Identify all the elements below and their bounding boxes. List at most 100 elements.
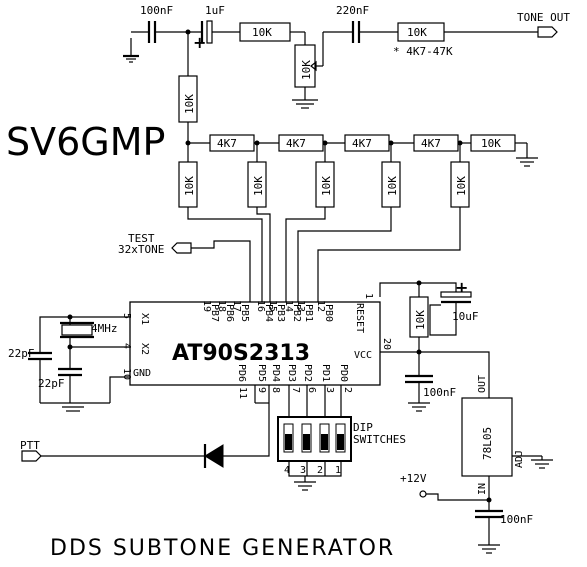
pin-number: 7 (290, 387, 301, 393)
diagram-title: DDS SUBTONE GENERATOR (50, 536, 395, 561)
capacitor-supply-label: 100nF (500, 513, 533, 526)
pin-name: PB0 (323, 304, 334, 322)
pin-name: PB2 (291, 304, 302, 322)
pin-number: 9 (256, 387, 267, 393)
dip-label-2: SWITCHES (353, 433, 406, 446)
resistor-10k-output-label: 10K (407, 26, 427, 39)
test-port: TEST 32xTONE (118, 232, 251, 302)
pin-name: PD4 (270, 364, 281, 382)
dip-switches: ON DIP SWITCHES 4 3 2 1 (254, 385, 406, 491)
pin-name: PB1 (303, 304, 314, 322)
ladder-shunt-label: 10K (386, 176, 399, 196)
pin-number: 15 (267, 300, 278, 312)
pin-name: PB5 (239, 304, 250, 322)
junction-dot (185, 140, 191, 146)
resistor-ladder: 4K7 4K7 4K7 4K7 10K 10K 10K 10K (178, 134, 538, 302)
regulator-in-label: IN (477, 483, 488, 495)
pin-name: PD6 (236, 364, 247, 382)
dip-number: 3 (300, 465, 306, 476)
dip-number: 1 (335, 465, 341, 476)
polarity-plus-icon: + (193, 33, 206, 52)
ladder-series-label: 4K7 (421, 137, 441, 150)
capacitor-10uf-plate-a (440, 291, 472, 298)
pin-name-reset: RESET (354, 303, 365, 333)
mcu-body (129, 301, 381, 386)
pin-name: PB7 (209, 304, 220, 322)
pin-name-x2: X2 (139, 343, 150, 355)
test-label-sub: 32xTONE (118, 243, 164, 256)
mcu-at90s2313: AT90S2313 19 18 17 16 15 14 13 12 PB7 PB… (121, 293, 392, 399)
capacitor-100nf-in-label: 100nF (140, 4, 173, 17)
capacitor-10uf-label: 10uF (452, 310, 479, 323)
pin-number: 13 (295, 300, 306, 312)
pin-name: PB6 (224, 304, 235, 322)
dip-switch-3-knob (303, 434, 310, 450)
potentiometer-label: 10K (300, 60, 313, 80)
pin-number-reset: 1 (363, 293, 374, 299)
capacitor-1uf-plate-b (206, 20, 213, 44)
pin-number: 8 (270, 387, 281, 393)
mcu-name: AT90S2313 (172, 341, 310, 366)
ladder-series-label: 4K7 (352, 137, 372, 150)
pin-number: 14 (283, 300, 294, 312)
pin-name: PD5 (256, 364, 267, 382)
pin-number-x1: 5 (121, 313, 132, 319)
pin-number-gnd: 10 (121, 368, 132, 380)
power-reset-section: 10K + 10uF 100nF (379, 278, 490, 412)
junction-dot (486, 497, 492, 503)
resistor-reset-label: 10K (414, 310, 427, 330)
regulator-body (461, 397, 513, 477)
pin-number: 17 (231, 300, 242, 312)
resistor-10k-top-label: 10K (252, 26, 272, 39)
resistor-note: * 4K7-47K (393, 45, 453, 58)
ladder-shunt-label: 10K (455, 176, 468, 196)
dip-switch-1-knob (337, 434, 344, 450)
supply-label: +12V (400, 472, 427, 485)
dip-number: 4 (284, 465, 290, 476)
pin-name: PB4 (263, 304, 274, 322)
pin-name: PB3 (275, 304, 286, 322)
pin-number: 16 (255, 300, 266, 312)
pin-name: PD2 (302, 364, 313, 382)
capacitor-vcc-label: 100nF (423, 386, 456, 399)
ladder-shunt-label: 10K (320, 176, 333, 196)
diode-body (204, 444, 224, 468)
ladder-series-label: 4K7 (217, 137, 237, 150)
capacitor-220nf-label: 220nF (336, 4, 369, 17)
test-label: TEST (128, 232, 155, 245)
pin-name-vcc: VCC (354, 350, 372, 361)
capacitor-22pf-2-label: 22pF (38, 377, 65, 390)
pin-number: 3 (324, 387, 335, 393)
pin-name-x1: X1 (139, 313, 150, 325)
ptt-section: PTT (20, 403, 270, 468)
regulator-adj-label: ADJ (514, 450, 525, 468)
tone-out-label: TONE OUT (517, 11, 570, 24)
regulator-name: 78L05 (481, 427, 494, 460)
tone-out-port (537, 26, 558, 38)
ptt-label: PTT (20, 439, 40, 452)
ladder-shunt-label: 10K (183, 176, 196, 196)
dip-on-label: ON (285, 440, 293, 447)
pin-name: PD3 (286, 364, 297, 382)
crystal-4mhz (61, 324, 93, 336)
dip-switch-4-knob (285, 434, 292, 450)
resistor-10k-vertical-label: 10K (183, 94, 196, 114)
capacitor-22pf-1-label: 22pF (8, 347, 35, 360)
dip-switch-2-knob (321, 434, 328, 450)
pin-name-gnd: GND (133, 368, 151, 379)
pin-name: PD0 (338, 364, 349, 382)
pin-number: 18 (216, 300, 227, 312)
pin-number: 2 (342, 387, 353, 393)
audio-output-chain: 100nF 1uF + 10K 10K 220nF 10K * 4K7-4 (123, 4, 570, 109)
dip-label-1: DIP (353, 421, 373, 434)
regulator-out-label: OUT (477, 375, 488, 393)
pin-number: 6 (306, 387, 317, 393)
pin-number-vcc: 20 (381, 338, 392, 350)
pin-number: 12 (315, 300, 326, 312)
dip-number: 2 (317, 465, 323, 476)
crystal-section: 4MHz 22pF 22pF (8, 314, 130, 412)
bias-resistor: 10K (178, 32, 198, 162)
crystal-label: 4MHz (91, 322, 118, 335)
ptt-port (21, 450, 42, 462)
